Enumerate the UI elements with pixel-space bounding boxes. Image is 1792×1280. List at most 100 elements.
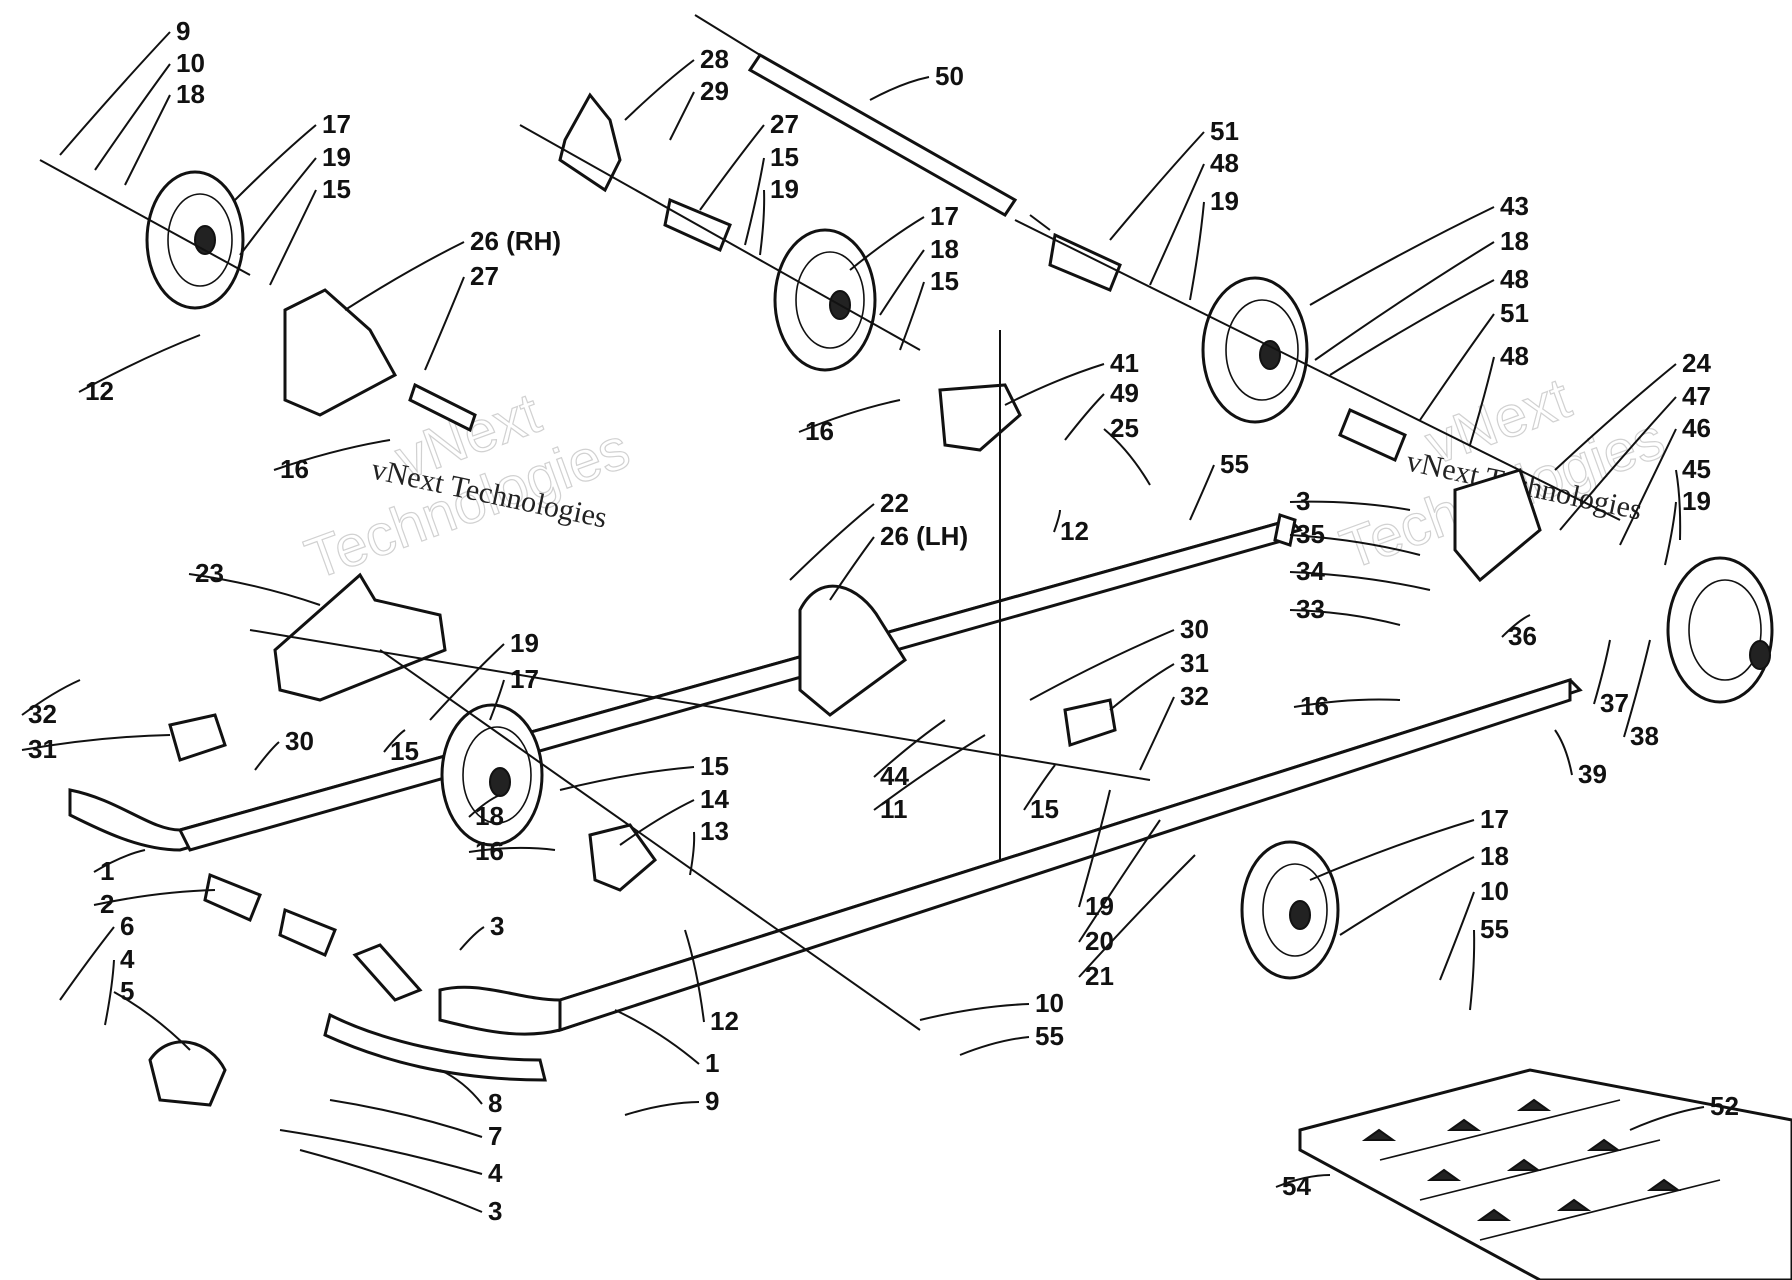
callout-5: 5 — [120, 976, 134, 1006]
leader-line — [1314, 241, 1495, 361]
leader-line — [1103, 428, 1151, 486]
callout-37: 37 — [1600, 688, 1629, 718]
leader-line — [614, 1009, 700, 1065]
callout-10b: 10 — [1035, 988, 1064, 1018]
leader-line — [344, 241, 465, 311]
callout-44: 44 — [880, 761, 909, 791]
leader-line — [1109, 663, 1175, 711]
callout-27a: 27 — [470, 261, 499, 291]
leader-line — [919, 1003, 1030, 1021]
leader-line — [669, 91, 695, 141]
leader-line — [1664, 501, 1677, 566]
callout-32a: 32 — [28, 699, 57, 729]
callout-12b: 12 — [1060, 516, 1089, 546]
leader-line — [1004, 363, 1105, 406]
callout-15b: 15 — [770, 142, 799, 172]
leader-line — [21, 679, 81, 716]
leader-line — [279, 1129, 483, 1175]
callout-15a: 15 — [322, 174, 351, 204]
bracket-28 — [558, 92, 622, 193]
leader-line — [759, 189, 766, 256]
callout-31b: 31 — [1180, 648, 1209, 678]
leader-line — [239, 157, 317, 256]
callout-32b: 32 — [1180, 681, 1209, 711]
leader-line — [1029, 629, 1175, 701]
leader-line — [383, 729, 406, 753]
leader-line — [254, 741, 280, 771]
callout-6: 6 — [120, 911, 134, 941]
wheel-far-right — [1666, 556, 1774, 704]
callout-47: 47 — [1682, 381, 1711, 411]
leader-line — [624, 1101, 700, 1116]
spacer-51-top — [1048, 232, 1122, 292]
leader-line — [1023, 764, 1056, 811]
axle-lines — [39, 124, 1621, 1031]
leader-line — [1439, 891, 1475, 981]
leader-line — [59, 31, 171, 156]
leader-line — [1189, 464, 1215, 521]
wheel-bottom-right — [1240, 840, 1340, 980]
leader-line — [1675, 469, 1682, 541]
callout-12c: 12 — [710, 1006, 739, 1036]
leader-line — [234, 124, 317, 201]
leader-line — [1064, 393, 1105, 441]
callout-16b: 16 — [805, 416, 834, 446]
leader-line — [1293, 698, 1401, 708]
leader-line — [1339, 856, 1475, 936]
callout-18c: 18 — [1500, 226, 1529, 256]
callout-15f: 15 — [700, 751, 729, 781]
callout-52: 52 — [1710, 1091, 1739, 1121]
slide-rail-left — [68, 513, 1303, 852]
callout-26rh: 26 (RH) — [470, 226, 561, 256]
callout-7: 7 — [488, 1121, 502, 1151]
leader-line — [273, 439, 391, 471]
callout-31a: 31 — [28, 734, 57, 764]
leader-line — [1189, 201, 1205, 301]
leader-line — [559, 766, 695, 791]
leader-line — [1078, 789, 1111, 908]
callout-48a: 48 — [1210, 148, 1239, 178]
leader-line — [684, 929, 705, 1023]
callout-9b: 9 — [705, 1086, 719, 1116]
arm-23 — [273, 572, 447, 702]
leader-line — [188, 573, 321, 606]
leader-line — [468, 794, 501, 818]
callout-45: 45 — [1682, 454, 1711, 484]
leader-line — [1053, 509, 1061, 533]
rail-front-tip — [323, 943, 547, 1082]
leader-line — [873, 734, 986, 811]
callout-20: 20 — [1085, 926, 1114, 956]
callout-25: 25 — [1110, 413, 1139, 443]
callout-2: 2 — [100, 889, 114, 919]
block-31-left — [168, 713, 227, 762]
leader-line — [1501, 614, 1531, 638]
leader-line — [78, 334, 201, 393]
leader-line — [93, 849, 146, 873]
callout-17a: 17 — [322, 109, 351, 139]
leader-line — [1309, 819, 1475, 881]
leader-line — [1149, 163, 1205, 286]
callout-33: 33 — [1296, 594, 1325, 624]
watermark: vNext Technologies vNext Technologies vN… — [297, 365, 1674, 593]
leader-line — [329, 1099, 483, 1138]
callout-38: 38 — [1630, 721, 1659, 751]
callout-1b: 1 — [705, 1048, 719, 1078]
callout-34: 34 — [1296, 556, 1325, 586]
leader-line — [1139, 696, 1175, 771]
spacer-51-right — [1338, 407, 1407, 463]
leader-line — [869, 76, 930, 101]
callout-8: 8 — [488, 1088, 502, 1118]
leader-line — [1289, 534, 1421, 556]
leader-line — [489, 679, 505, 721]
callout-51b: 51 — [1500, 298, 1529, 328]
callout-19e: 19 — [510, 628, 539, 658]
wheel-top-left — [145, 170, 245, 310]
callout-55a: 55 — [1220, 449, 1249, 479]
leader-line — [1554, 729, 1573, 776]
leader-line — [1289, 500, 1411, 511]
leader-line — [689, 831, 696, 876]
leader-line — [873, 719, 946, 778]
callout-3a: 3 — [1296, 486, 1310, 516]
callout-26lh: 26 (LH) — [880, 521, 968, 551]
slide-rail-right — [438, 677, 1583, 1036]
